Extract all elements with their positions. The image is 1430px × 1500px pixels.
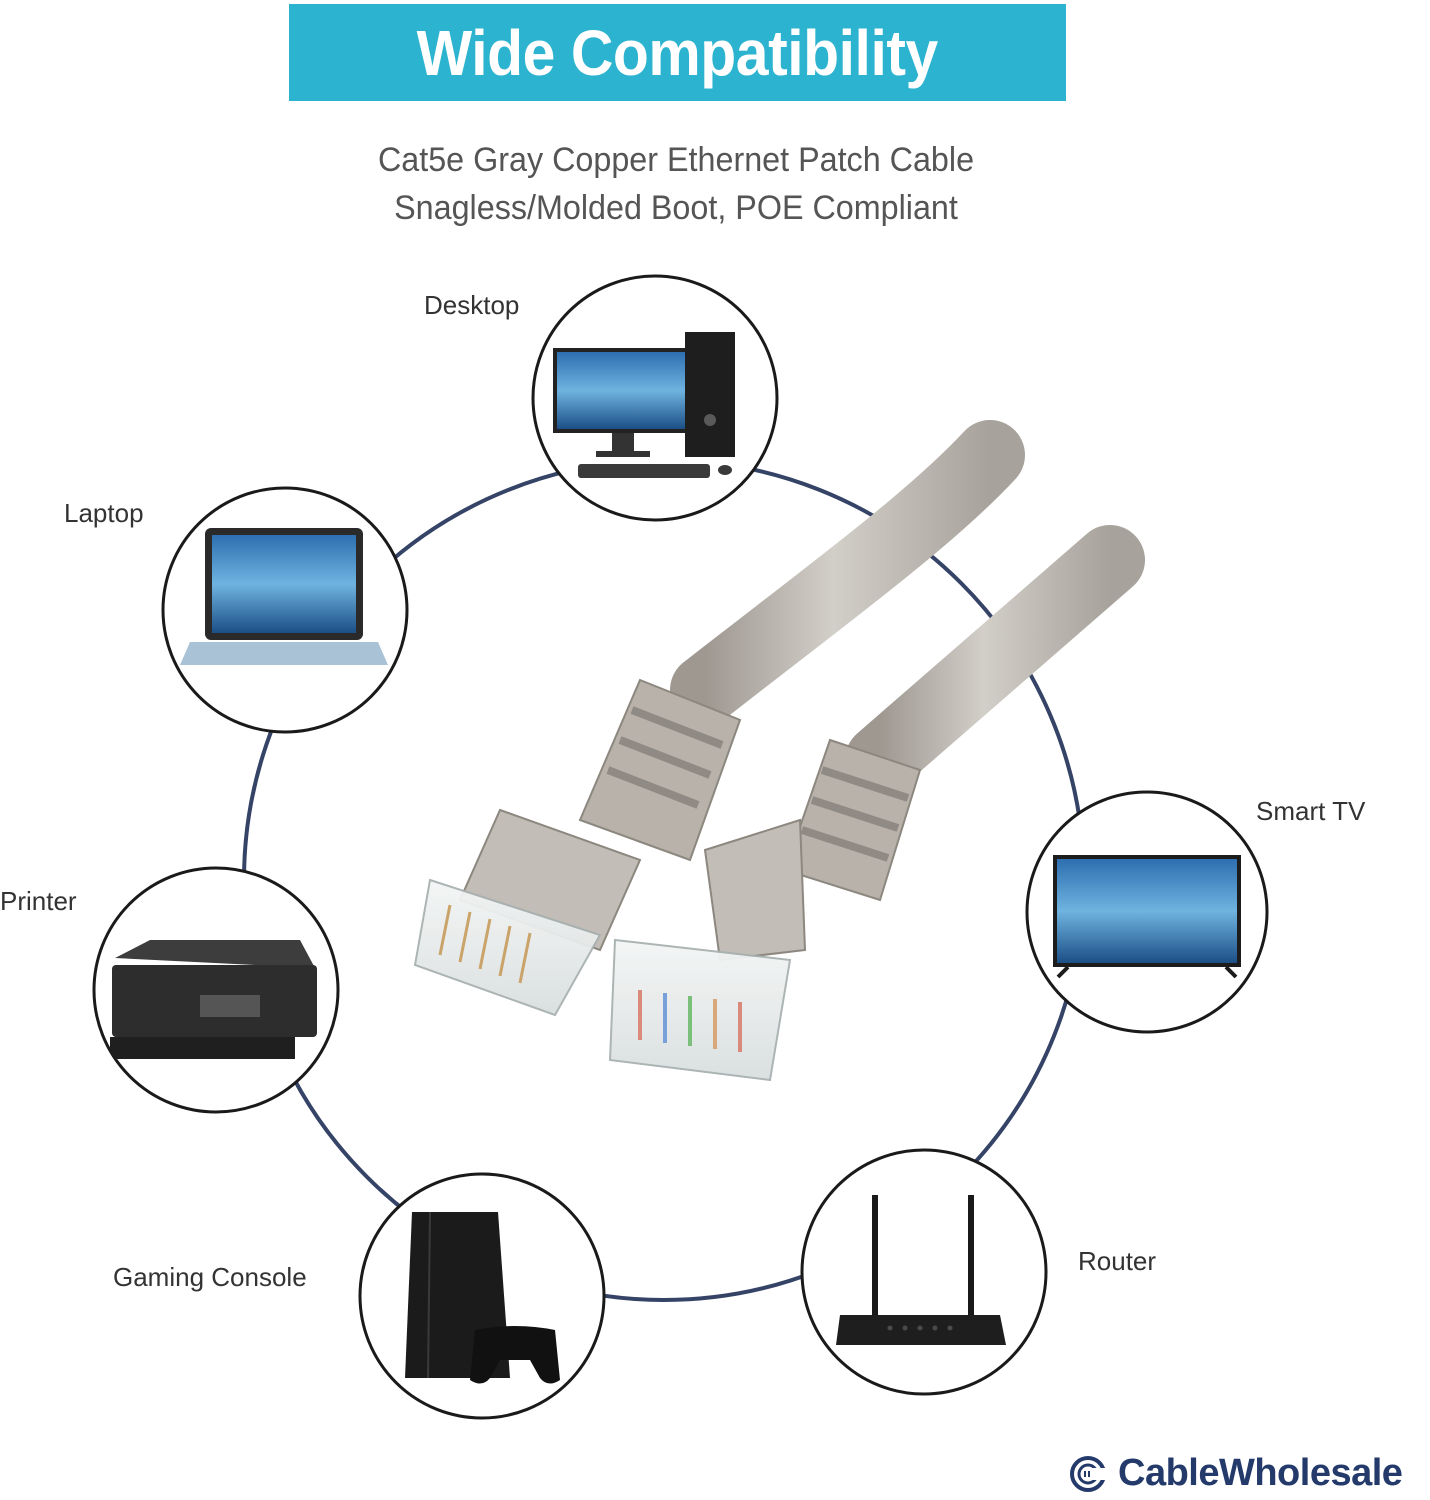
router-device xyxy=(800,1148,1048,1396)
subtitle-line-2: Snagless/Molded Boot, POE Compliant xyxy=(394,189,958,227)
banner-title: Wide Compatibility xyxy=(416,16,939,89)
laptop-device xyxy=(161,486,409,734)
smart-tv-icon xyxy=(1053,855,1241,979)
product-subtitle: Cat5e Gray Copper Ethernet Patch Cable S… xyxy=(34,136,1318,232)
label-printer: Printer xyxy=(0,886,77,916)
title-banner: Wide Compatibility xyxy=(289,4,1066,101)
subtitle-line-1: Cat5e Gray Copper Ethernet Patch Cable xyxy=(377,141,975,179)
brand-logo: CableWholesale xyxy=(1068,1452,1403,1495)
gaming-console-icon xyxy=(405,1211,560,1384)
label-desktop: Desktop xyxy=(424,290,520,320)
gaming-console-device xyxy=(358,1172,606,1420)
laptop-icon xyxy=(180,528,388,665)
label-gaming-console: Gaming Console xyxy=(113,1262,307,1292)
smart-tv-device xyxy=(1025,790,1269,1034)
ethernet-cable-icon xyxy=(413,420,1145,1082)
router-icon xyxy=(836,1195,1006,1345)
desktop-icon xyxy=(553,332,735,478)
label-smart-tv: Smart TV xyxy=(1256,796,1366,826)
printer-icon xyxy=(110,940,317,1059)
desktop-device xyxy=(531,274,779,522)
label-laptop: Laptop xyxy=(64,498,144,528)
brand-name: CableWholesale xyxy=(1118,1452,1403,1494)
label-router: Router xyxy=(1078,1246,1157,1276)
printer-device xyxy=(92,866,340,1114)
brand-mark-icon xyxy=(1070,1455,1108,1492)
